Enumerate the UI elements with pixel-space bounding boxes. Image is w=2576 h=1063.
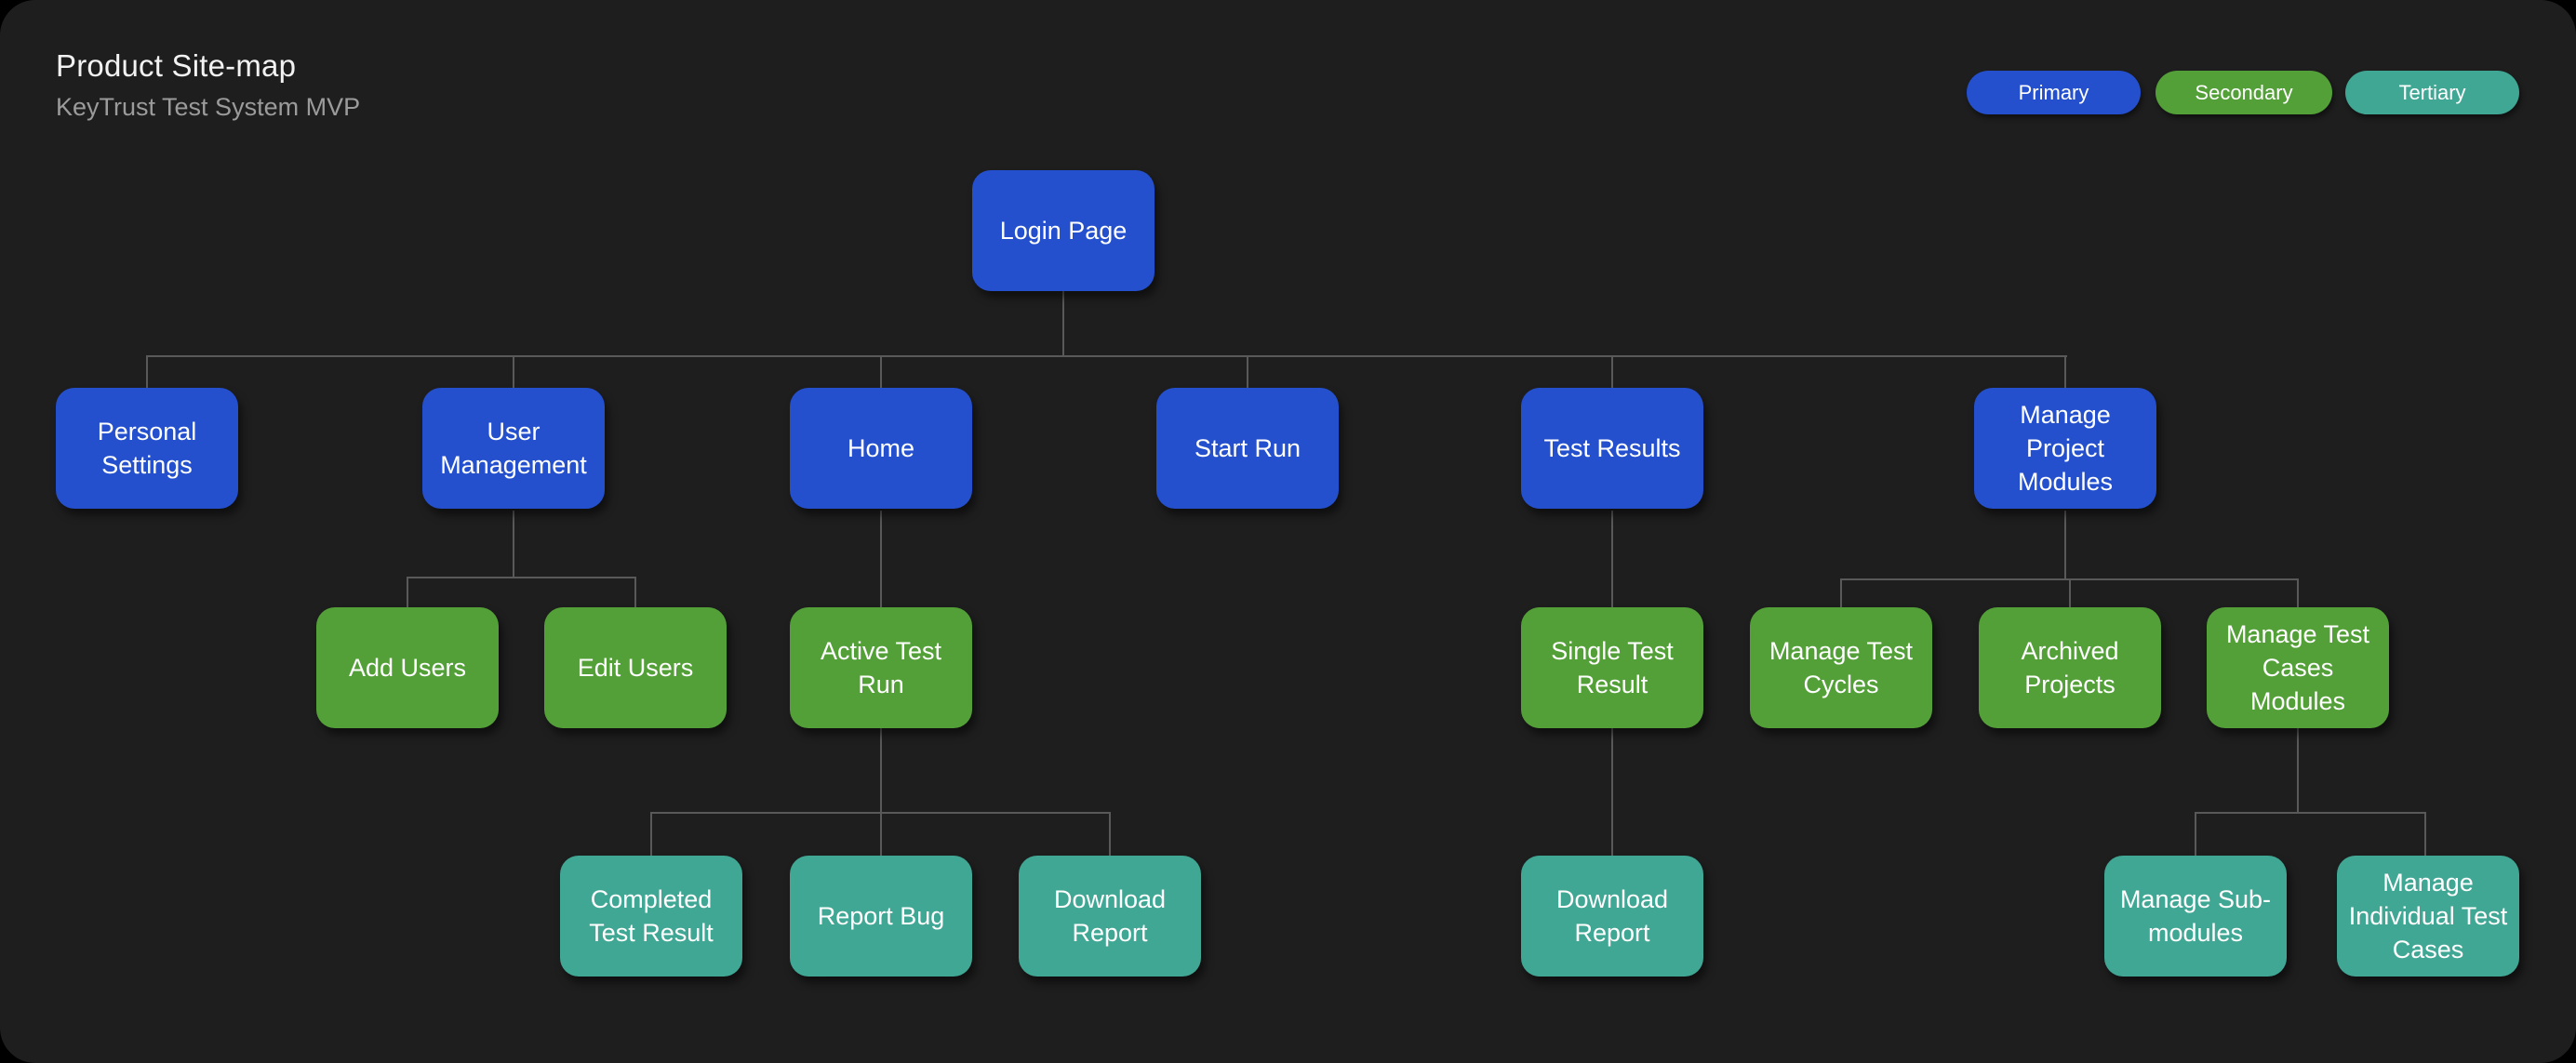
node-add-users[interactable]: Add Users [316, 607, 499, 728]
connector [880, 511, 882, 607]
node-archived-projects[interactable]: Archived Projects [1979, 607, 2161, 728]
page-subtitle: KeyTrust Test System MVP [56, 93, 361, 121]
connector [2064, 355, 2066, 388]
node-manage-project-modules[interactable]: Manage Project Modules [1974, 388, 2156, 509]
node-personal-settings[interactable]: Personal Settings [56, 388, 238, 509]
connector [1611, 728, 1613, 856]
connector [880, 355, 882, 388]
node-manage-individual-test-cases[interactable]: Manage Individual Test Cases [2337, 856, 2519, 977]
connector [2424, 812, 2426, 856]
node-report-bug[interactable]: Report Bug [790, 856, 972, 977]
connector [513, 511, 514, 577]
connector [880, 728, 882, 812]
legend-secondary-pill[interactable]: Secondary [2156, 71, 2332, 114]
connector [407, 577, 636, 578]
connector [2195, 812, 2196, 856]
node-completed-test-result[interactable]: Completed Test Result [560, 856, 742, 977]
connector [650, 812, 652, 856]
node-test-results[interactable]: Test Results [1521, 388, 1703, 509]
legend-primary-pill[interactable]: Primary [1967, 71, 2141, 114]
node-edit-users[interactable]: Edit Users [544, 607, 727, 728]
node-start-run[interactable]: Start Run [1156, 388, 1339, 509]
connector [2064, 511, 2066, 578]
connector [513, 355, 514, 388]
connector [1109, 812, 1111, 856]
connector [146, 355, 148, 388]
node-manage-test-cycles[interactable]: Manage Test Cycles [1750, 607, 1932, 728]
connector [1247, 355, 1248, 388]
page-title: Product Site-map [56, 48, 297, 83]
connector [407, 577, 408, 607]
connector [1611, 355, 1613, 388]
node-user-management[interactable]: User Management [422, 388, 605, 509]
connector [147, 355, 2067, 357]
connector [634, 577, 636, 607]
node-download-report-single-result[interactable]: Download Report [1521, 856, 1703, 977]
node-login-page[interactable]: Login Page [972, 170, 1155, 291]
connector [1840, 578, 1842, 607]
connector [2297, 728, 2299, 812]
node-download-report-active-run[interactable]: Download Report [1019, 856, 1201, 977]
connector [2069, 578, 2071, 607]
legend-tertiary-pill[interactable]: Tertiary [2345, 71, 2519, 114]
connector [2195, 812, 2426, 814]
node-manage-sub-modules[interactable]: Manage Sub-modules [2104, 856, 2287, 977]
node-manage-test-cases-modules[interactable]: Manage Test Cases Modules [2207, 607, 2389, 728]
connector [880, 812, 882, 856]
connector [1062, 291, 1064, 355]
connector [1611, 511, 1613, 607]
node-active-test-run[interactable]: Active Test Run [790, 607, 972, 728]
node-home[interactable]: Home [790, 388, 972, 509]
node-single-test-result[interactable]: Single Test Result [1521, 607, 1703, 728]
connector [2297, 578, 2299, 607]
